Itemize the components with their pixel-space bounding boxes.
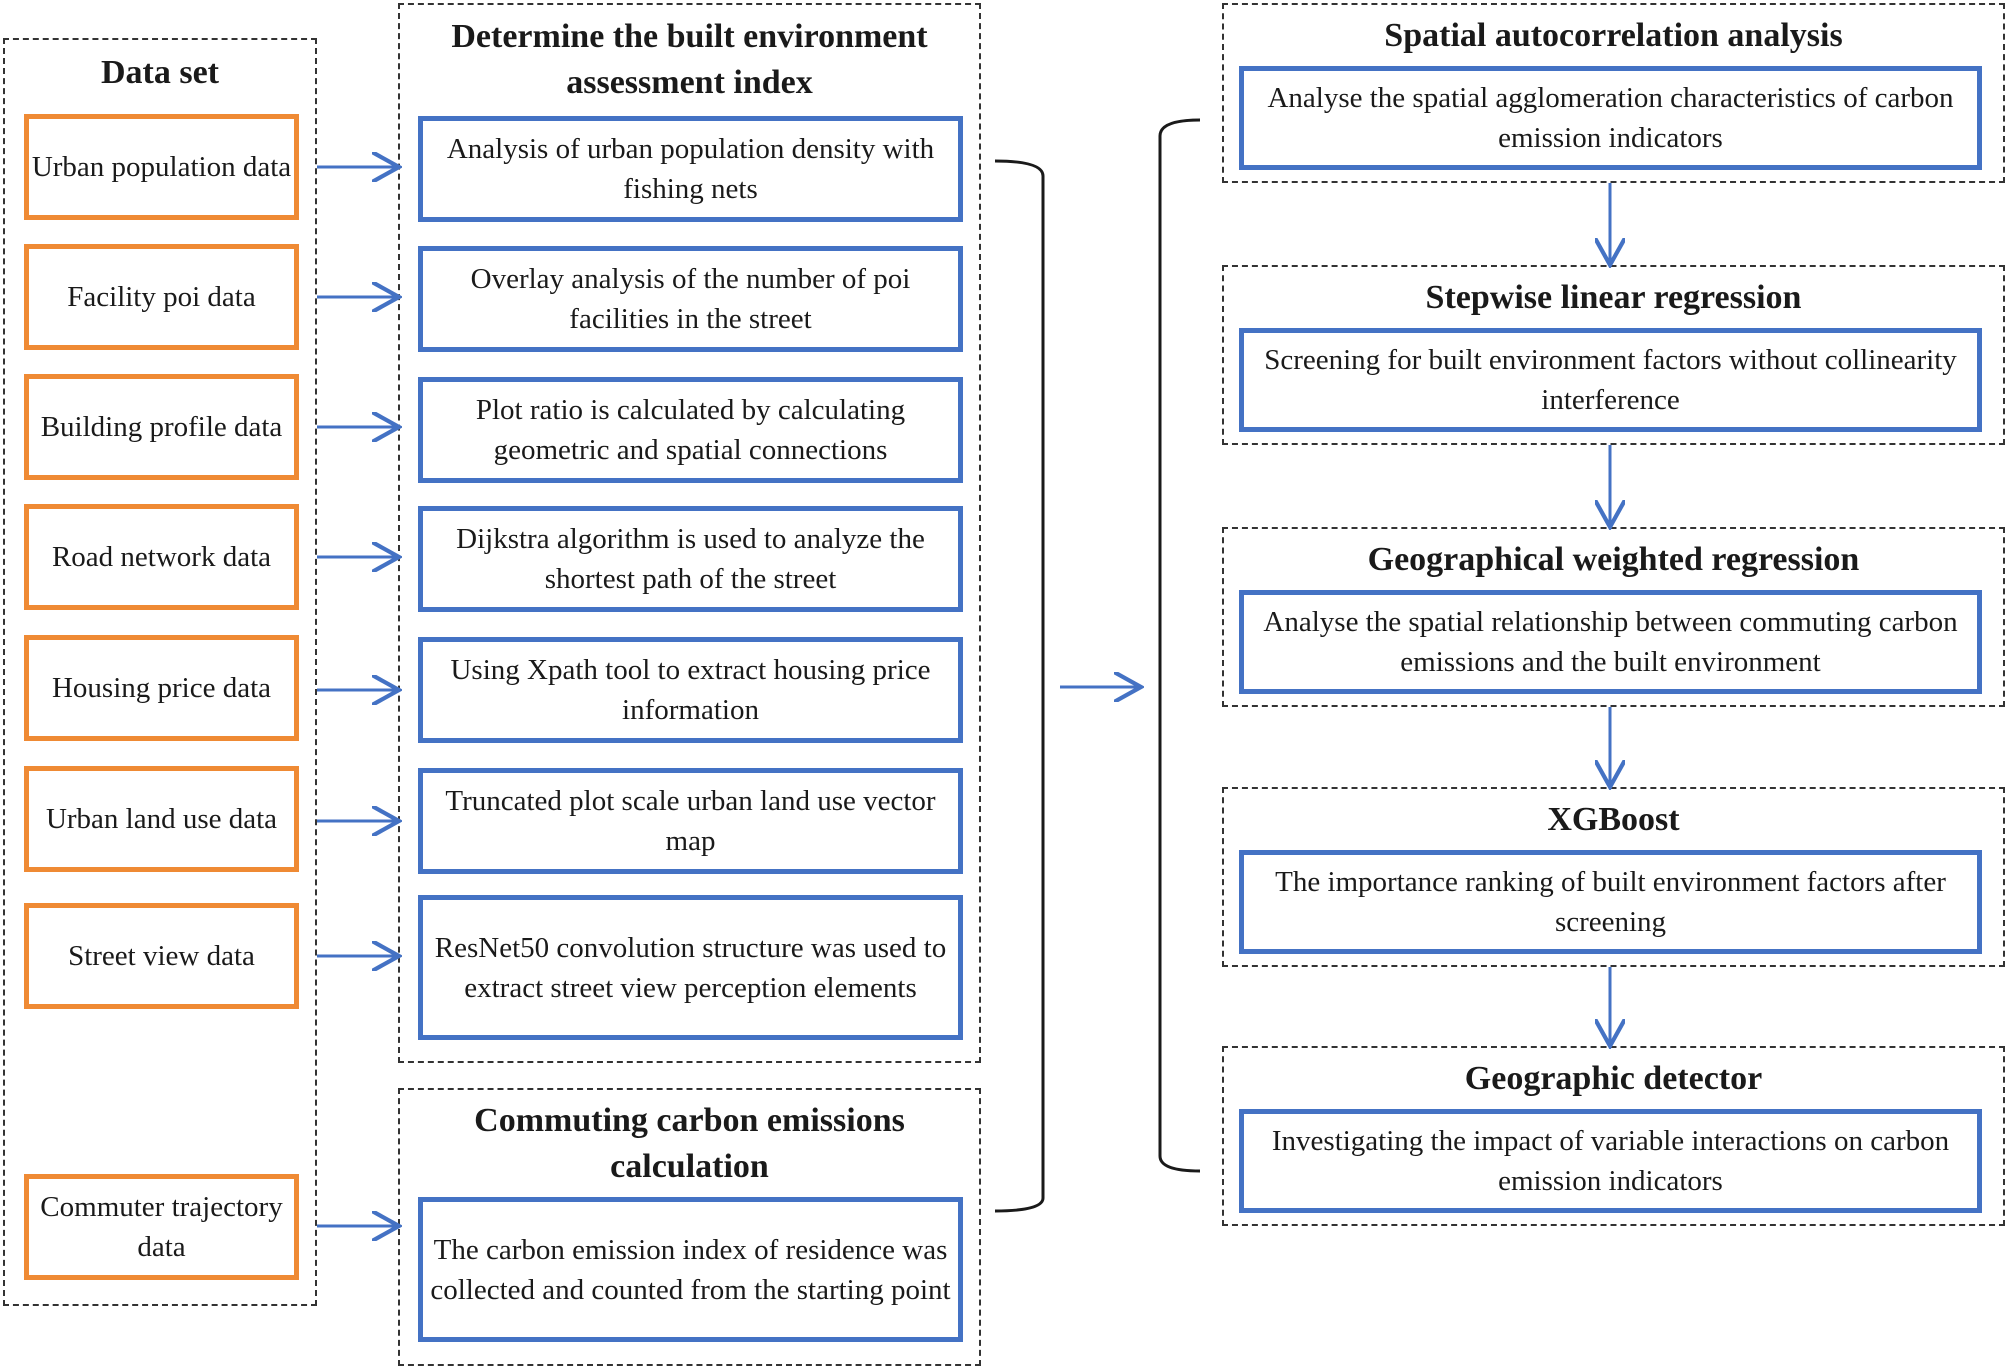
index-item-dijkstra: Dijkstra algorithm is used to analyze th…	[418, 506, 963, 612]
brace-left-group	[994, 159, 1045, 1213]
index-item-population-density: Analysis of urban population density wit…	[418, 116, 963, 222]
dataset-item-urban-population: Urban population data	[24, 114, 299, 220]
dataset-group	[3, 38, 317, 1306]
step-desc-gwr: Analyse the spatial relationship between…	[1239, 590, 1982, 694]
step-group-spatial-autocorrelation	[1222, 3, 2005, 183]
step-title-xgboost: XGBoost	[1547, 801, 1680, 838]
index-item-plot-ratio: Plot ratio is calculated by calculating …	[418, 377, 963, 483]
step-desc-xgboost: The importance ranking of built environm…	[1239, 850, 1982, 954]
dataset-item-building-profile: Building profile data	[24, 374, 299, 480]
dataset-item-facility-poi: Facility poi data	[24, 244, 299, 350]
index-title: Determine the built environment assessme…	[451, 18, 928, 101]
dataset-title: Data set	[100, 54, 220, 91]
dataset-item-housing-price: Housing price data	[24, 635, 299, 741]
carbon-title: Commuting carbon emissions calculation	[474, 1102, 905, 1185]
index-item-xpath: Using Xpath tool to extract housing pric…	[418, 637, 963, 743]
step-title-spatial-autocorrelation: Spatial autocorrelation analysis	[1384, 17, 1843, 54]
index-item-land-use: Truncated plot scale urban land use vect…	[418, 768, 963, 874]
brace-right-group	[1158, 118, 1201, 1173]
carbon-item: The carbon emission index of residence w…	[418, 1197, 963, 1342]
index-group	[398, 3, 981, 1063]
step-desc-spatial-autocorrelation: Analyse the spatial agglomeration charac…	[1239, 66, 1982, 170]
step-title-geographic-detector: Geographic detector	[1464, 1060, 1763, 1097]
dataset-item-urban-land-use: Urban land use data	[24, 766, 299, 872]
index-item-poi-overlay: Overlay analysis of the number of poi fa…	[418, 246, 963, 352]
dataset-item-street-view: Street view data	[24, 903, 299, 1009]
step-desc-stepwise-regression: Screening for built environment factors …	[1239, 328, 1982, 432]
index-item-resnet50: ResNet50 convolution structure was used …	[418, 895, 963, 1040]
dataset-item-road-network: Road network data	[24, 504, 299, 610]
step-desc-geographic-detector: Investigating the impact of variable int…	[1239, 1109, 1982, 1213]
step-title-stepwise-regression: Stepwise linear regression	[1425, 279, 1802, 316]
step-title-gwr: Geographical weighted regression	[1367, 541, 1860, 578]
dataset-item-commuter-trajectory: Commuter trajectory data	[24, 1174, 299, 1280]
